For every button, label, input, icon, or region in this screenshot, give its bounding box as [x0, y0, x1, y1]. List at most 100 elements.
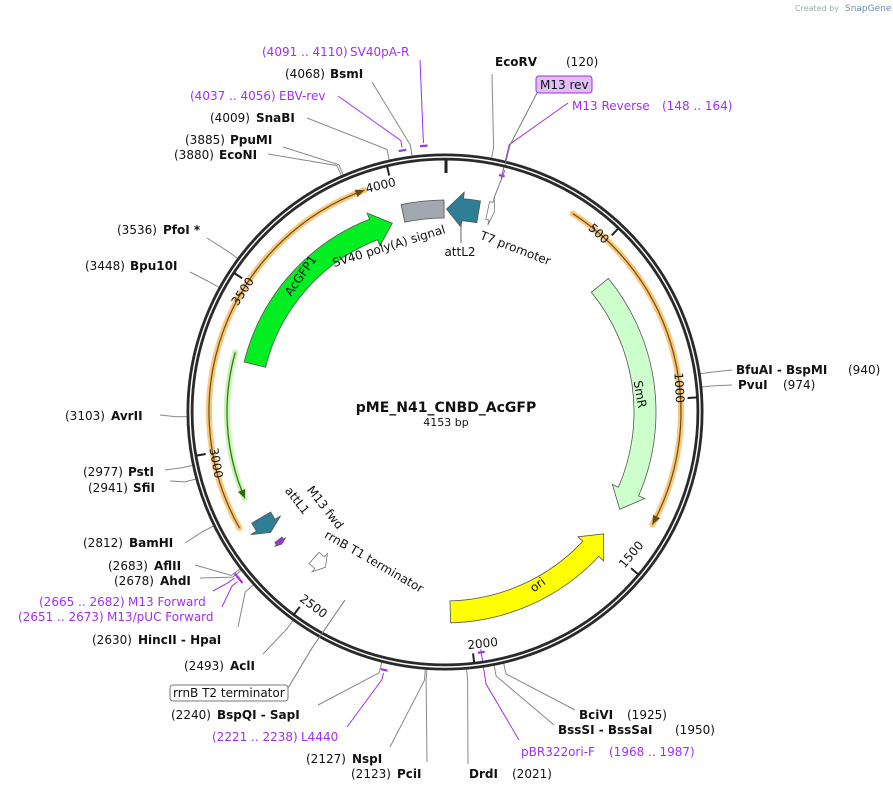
orf-line — [226, 352, 246, 499]
m13-rev-badge[interactable]: M13 rev — [493, 75, 593, 199]
feature-smr[interactable] — [590, 277, 657, 510]
site-leader — [194, 564, 241, 577]
feature-ori[interactable] — [449, 533, 605, 624]
site-ppumi[interactable]: PpuMI (3885) — [185, 133, 272, 147]
primer-name: SV40pA-R — [350, 45, 409, 59]
plasmid-length: 4153 bp — [423, 416, 468, 429]
site-name: AclI — [230, 659, 255, 673]
primer-name: M13/pUC Forward — [107, 610, 214, 624]
backbone — [186, 153, 704, 671]
feature-t7-promoter[interactable] — [485, 197, 495, 226]
primer-name: L4440 — [301, 730, 338, 744]
tick-mark — [630, 567, 640, 576]
feature-label-smr[interactable]: SmR — [631, 379, 650, 409]
feature-rrnb-t1-terminator[interactable] — [308, 551, 328, 573]
site-name: SfiI — [133, 481, 155, 495]
site-bspqi[interactable]: BspQI - SapI(2240) — [171, 708, 300, 722]
site-bcivi[interactable]: BciVI(1925) — [579, 708, 667, 722]
primer-leader — [212, 577, 235, 592]
orf-arrowhead — [354, 189, 365, 198]
site-econi[interactable]: EcoNI(3880) — [174, 148, 257, 162]
primer-m13-forward[interactable]: (2665 .. 2682)M13 Forward — [39, 595, 206, 609]
site-leader — [503, 663, 576, 711]
site-name: PciI — [397, 767, 422, 781]
site-name: BsmI — [330, 67, 363, 81]
tick-label: 1000 — [671, 372, 687, 403]
tick-mark — [292, 606, 301, 616]
primer-sv40pa-r[interactable]: (4091 .. 4110)SV40pA-R — [262, 45, 409, 59]
site-pfoi[interactable]: PfoI *(3536) — [117, 223, 201, 237]
primer-ebv-rev[interactable]: (4037 .. 4056)EBV-rev — [190, 89, 325, 103]
site-name: Bpu10I — [130, 259, 177, 273]
site-bsssi[interactable]: BssSI - BssSaI(1950) — [558, 723, 715, 737]
tick-mark — [611, 227, 620, 236]
site-pcii[interactable]: PciI (2123) — [351, 767, 422, 781]
feature-sv40-poly-a-signal[interactable] — [400, 199, 445, 223]
site-position: (974) — [783, 378, 815, 392]
site-bfuai[interactable]: BfuAI - BspMI(940) — [736, 363, 880, 377]
feature-label-attl2[interactable]: attL2 — [444, 245, 475, 259]
site-leader — [425, 669, 428, 763]
site-avrii[interactable]: AvrII(3103) — [65, 409, 143, 423]
primer-name: EBV-rev — [279, 89, 325, 103]
primer-bind-mark[interactable] — [398, 148, 407, 153]
primer-leader — [221, 581, 238, 608]
site-psti[interactable]: PstI(2977) — [83, 465, 154, 479]
site-snabi[interactable]: SnaBI(4009) — [210, 111, 295, 125]
site-leader — [282, 146, 344, 176]
tick-label: 1500 — [616, 538, 646, 570]
feature-attl1[interactable] — [250, 511, 281, 535]
site-name: PvuI — [738, 378, 768, 392]
features[interactable] — [243, 191, 657, 624]
site-pvui[interactable]: PvuI (974) — [738, 378, 815, 392]
feature-m13-fwd[interactable] — [274, 536, 287, 547]
site-leader — [159, 414, 188, 418]
site-bamhi[interactable]: BamHI(2812) — [83, 536, 173, 550]
primer-range: (2221 .. 2238) — [212, 730, 298, 744]
site-acli[interactable]: AclI(2493) — [184, 659, 255, 673]
site-name: PstI — [128, 465, 154, 479]
site-position: (2123) — [351, 767, 391, 781]
site-position: (3880) — [174, 148, 214, 162]
site-nspi[interactable]: NspI(2127) — [306, 752, 382, 766]
site-bpu10i[interactable]: Bpu10I(3448) — [85, 259, 177, 273]
feature-label-rrnb-t1[interactable]: rrnB T1 terminator — [322, 528, 426, 596]
primer-range: (4037 .. 4056) — [190, 89, 276, 103]
rrnb-t2-badge[interactable]: rrnB T2 terminator — [169, 599, 346, 702]
site-labels[interactable]: EcoRV(120) BfuAI - BspMI(940)PvuI (974) Bci… — [18, 45, 880, 781]
site-drdi[interactable]: DrdI(2021) — [469, 767, 552, 781]
site-position: (2683) — [108, 559, 148, 573]
site-ahdi[interactable]: AhdI(2678) — [114, 574, 191, 588]
primer-pbr322ori-f[interactable]: (1968 .. 1987)pBR322ori-F — [521, 745, 695, 759]
credit-text: Created by — [795, 4, 839, 13]
site-position: (2678) — [114, 574, 154, 588]
site-position: (1950) — [675, 723, 715, 737]
primer-bind-mark[interactable] — [380, 668, 388, 672]
feature-acgfp1[interactable] — [243, 212, 393, 368]
site-position: (3885) — [185, 133, 225, 147]
primer-bind-mark[interactable] — [236, 575, 244, 584]
feature-attl2[interactable] — [445, 191, 481, 229]
site-leader — [262, 620, 294, 655]
site-leader — [491, 73, 495, 159]
site-ecorv[interactable]: EcoRV(120) — [495, 55, 598, 69]
rrnb-t2-label: rrnB T2 terminator — [173, 686, 285, 700]
tick-label: 3500 — [228, 275, 257, 308]
site-sfii[interactable]: SfiI(2941) — [88, 481, 155, 495]
site-hincii[interactable]: HincII - HpaI(2630) — [92, 633, 221, 647]
orf-line — [572, 213, 682, 525]
site-bsmi[interactable]: BsmI(4068) — [285, 67, 363, 81]
primer-l4440[interactable]: (2221 .. 2238)L4440 — [212, 730, 338, 744]
primer-m13-puc-forward[interactable]: (2651 .. 2673)M13/pUC Forward — [18, 610, 214, 624]
site-position: (940) — [848, 363, 880, 377]
primer-m13-reverse[interactable]: (148 .. 164)M13 Reverse — [572, 99, 732, 113]
feature-label-t7[interactable]: T7 promoter — [477, 228, 553, 268]
site-aflii[interactable]: AflII(2683) — [108, 559, 181, 573]
primer-bind-mark[interactable] — [419, 144, 428, 148]
site-leader — [466, 669, 469, 765]
site-name: PpuMI — [230, 133, 272, 147]
tick-label: 2500 — [297, 591, 330, 620]
site-leader — [389, 669, 426, 748]
tick-mark — [472, 653, 476, 664]
site-name: DrdI — [469, 767, 498, 781]
